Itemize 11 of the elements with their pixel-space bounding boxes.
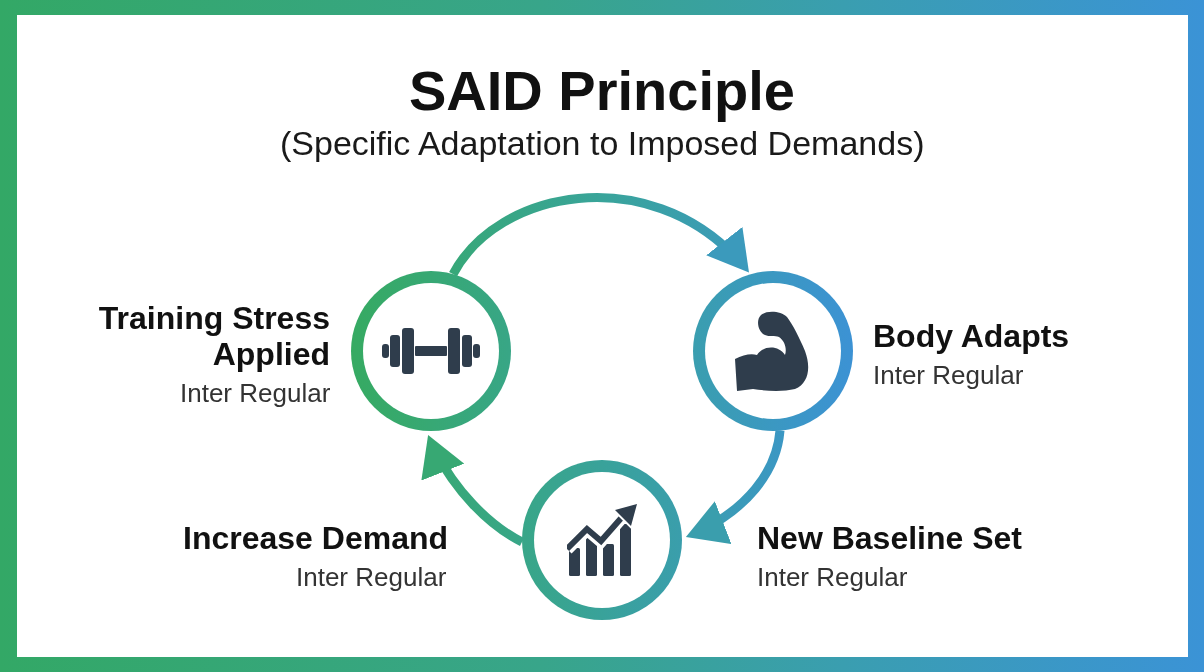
diagram-title: SAID Principle (409, 59, 795, 123)
step-subtitle: Inter Regular (180, 377, 331, 409)
step-title: Body Adapts (873, 318, 1070, 354)
step-title: Training Stress Applied (97, 300, 330, 372)
step-title: New Baseline Set (757, 520, 1022, 556)
step-title: Increase Demand (183, 520, 448, 556)
cycle-arrow (684, 430, 785, 543)
step-subtitle: Inter Regular (757, 561, 908, 593)
step-subtitle: Inter Regular (296, 561, 447, 593)
diagram-subtitle: (Specific Adaptation to Imposed Demands) (280, 123, 925, 163)
step-subtitle: Inter Regular (873, 359, 1024, 391)
